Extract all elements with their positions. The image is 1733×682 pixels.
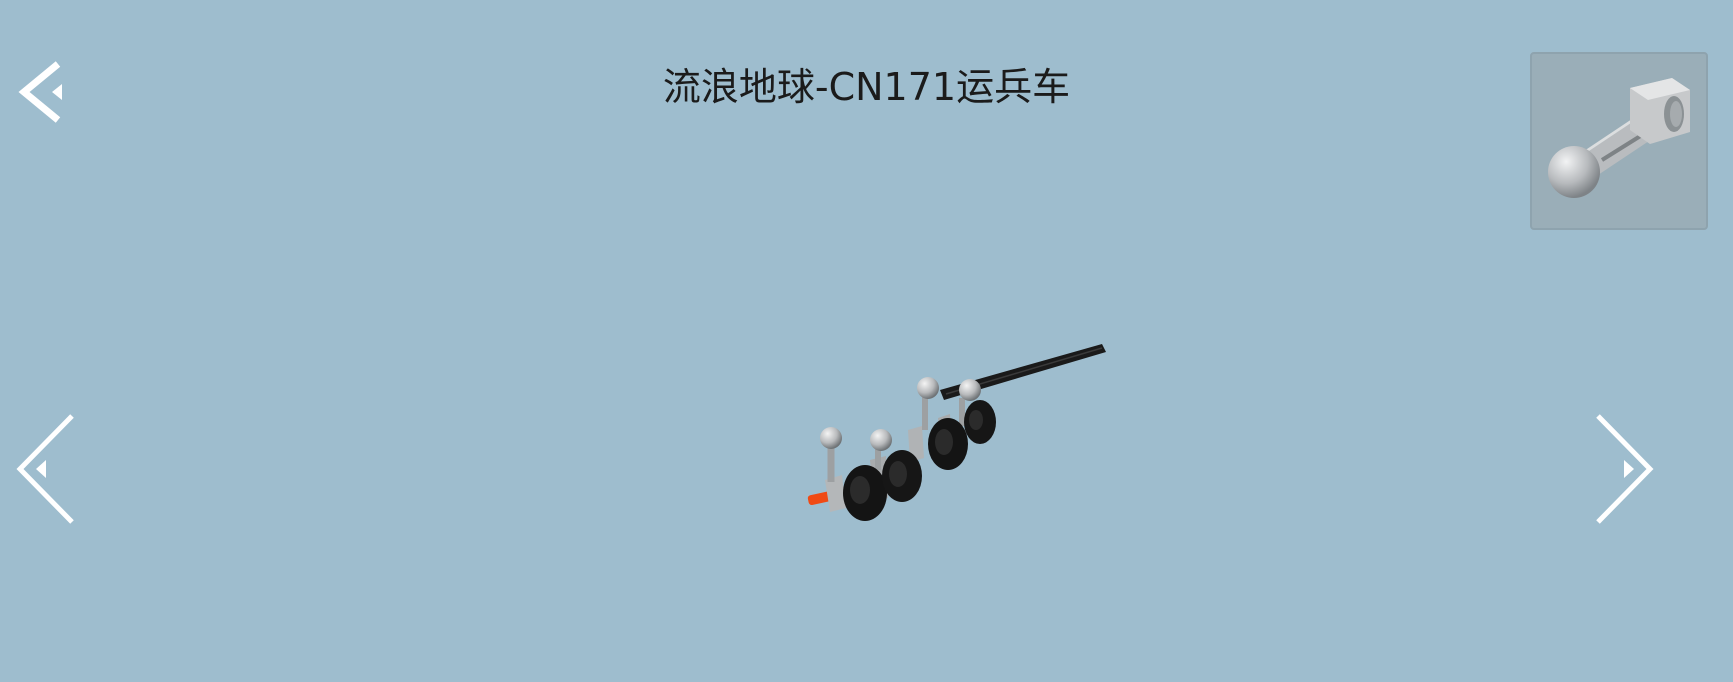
page-title: 流浪地球-CN171运兵车 [662, 65, 1071, 109]
previous-step-button[interactable] [14, 412, 78, 526]
part-preview[interactable] [1530, 52, 1708, 230]
back-icon [18, 61, 62, 123]
model-viewer[interactable] [790, 330, 1120, 540]
connecting-rod-part-icon [1548, 78, 1690, 198]
chevron-left-icon [16, 414, 74, 524]
crankshaft-assembly-model [807, 344, 1106, 521]
back-button[interactable] [18, 60, 66, 124]
next-step-button[interactable] [1592, 412, 1656, 526]
chevron-right-icon [1596, 414, 1654, 524]
